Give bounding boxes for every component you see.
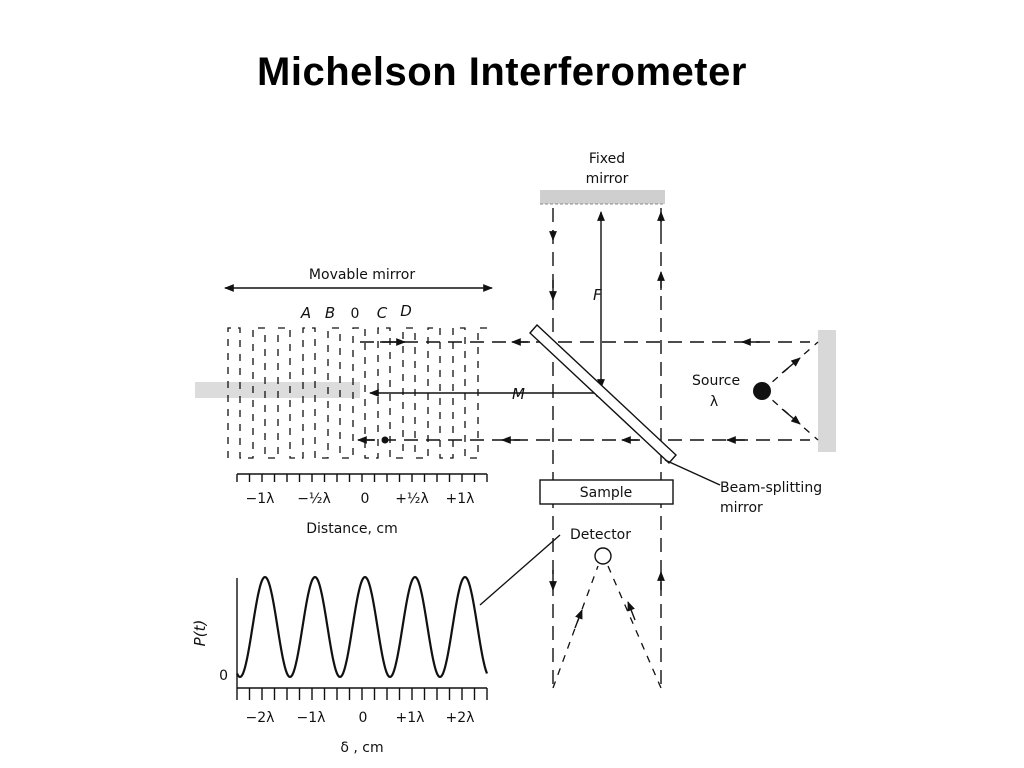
beam-splitter-label-1: Beam-splitting <box>720 480 822 496</box>
p-zero-label: 0 <box>219 668 228 684</box>
sample-box <box>539 479 674 505</box>
distance-axis-label: Distance, cm <box>306 521 397 537</box>
horizontal-beams <box>357 338 810 444</box>
distance-tick-4: +½λ <box>395 491 429 507</box>
distance-tick-3: 0 <box>361 491 370 507</box>
label-D: D <box>400 302 412 320</box>
delta-tick-4: +1λ <box>396 710 425 726</box>
fixed-mirror-label-1: Fixed <box>589 151 625 167</box>
movable-distance-arrow <box>369 389 606 444</box>
distance-axis <box>236 473 488 482</box>
sample-label: Sample <box>580 485 633 501</box>
p-axis-label: P(t) <box>191 620 209 647</box>
detector-label: Detector <box>570 527 631 543</box>
label-M: M <box>512 385 525 403</box>
delta-tick-5: +2λ <box>446 710 475 726</box>
beam-splitter-label-2: mirror <box>720 500 763 516</box>
movable-mirror-label: Movable mirror <box>309 267 415 283</box>
label-zero: 0 <box>351 306 360 322</box>
distance-tick-5: +1λ <box>446 491 475 507</box>
delta-tick-2: −1λ <box>297 710 326 726</box>
vertical-beams <box>549 208 665 690</box>
distance-tick-2: −½λ <box>297 491 331 507</box>
label-A: A <box>300 304 311 322</box>
delta-tick-1: −2λ <box>246 710 275 726</box>
delta-axis-label: δ , cm <box>340 740 383 756</box>
source <box>753 330 836 452</box>
intensity-plot <box>236 575 489 700</box>
delta-tick-3: 0 <box>359 710 368 726</box>
beam-splitter <box>529 323 721 486</box>
slide-title: Michelson Interferometer <box>257 50 747 94</box>
distance-tick-1: −1λ <box>246 491 275 507</box>
label-B: B <box>325 304 335 322</box>
mirror-position-wave <box>195 327 488 459</box>
fixed-mirror <box>540 190 665 205</box>
label-F: F <box>593 286 602 304</box>
detector <box>479 534 662 689</box>
source-label: Source <box>692 373 740 389</box>
label-C: C <box>377 304 388 322</box>
source-wavelength-label: λ <box>710 394 718 410</box>
fixed-mirror-label-2: mirror <box>586 171 629 187</box>
